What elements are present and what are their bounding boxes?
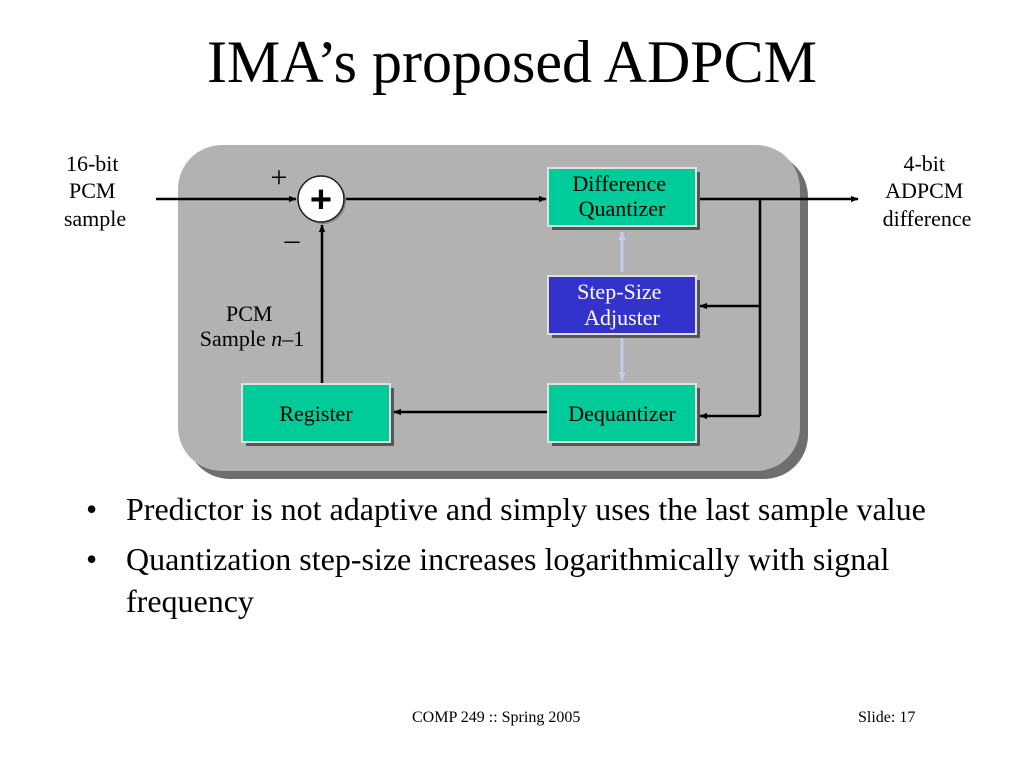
summing-junction [297,175,345,223]
difference-quantizer-block [547,167,697,227]
output-label: 4-bit ADPCM difference [883,151,972,231]
step-size-adjuster-label: Step-Size Adjuster [577,279,667,330]
dequantizer-label: Dequantizer [568,401,676,426]
bullet-marker: • [86,541,98,577]
register-block [241,383,391,443]
plus-input-sign: + [271,161,288,194]
bullet-list: • Predictor is not adaptive and simply u… [82,488,942,630]
register-label: Register [279,401,353,426]
footer-slide-number: Slide: 17 [858,709,916,726]
feedback-label: PCM Sample n–1 [200,301,305,351]
bullet-item: • Quantization step-size increases logar… [82,538,942,622]
summer-plus-icon: + [310,179,332,221]
dequantizer-block [547,383,697,443]
bullet-marker: • [86,491,98,527]
difference-quantizer-label: Difference Quantizer [572,171,671,221]
bullet-text: Quantization step-size increases logarit… [126,541,890,619]
step-size-adjuster-block [547,275,697,335]
input-label: 16-bit PCM sample [64,151,126,231]
adpcm-block-diagram: 16-bit PCM sample 4-bit ADPCM difference… [64,145,972,479]
slide-title: IMA’s proposed ADPCM [206,29,818,95]
footer-course: COMP 249 :: Spring 2005 [412,709,581,726]
minus-input-sign: – [284,223,301,256]
bullet-text: Predictor is not adaptive and simply use… [126,491,926,527]
bullet-item: • Predictor is not adaptive and simply u… [82,488,942,530]
